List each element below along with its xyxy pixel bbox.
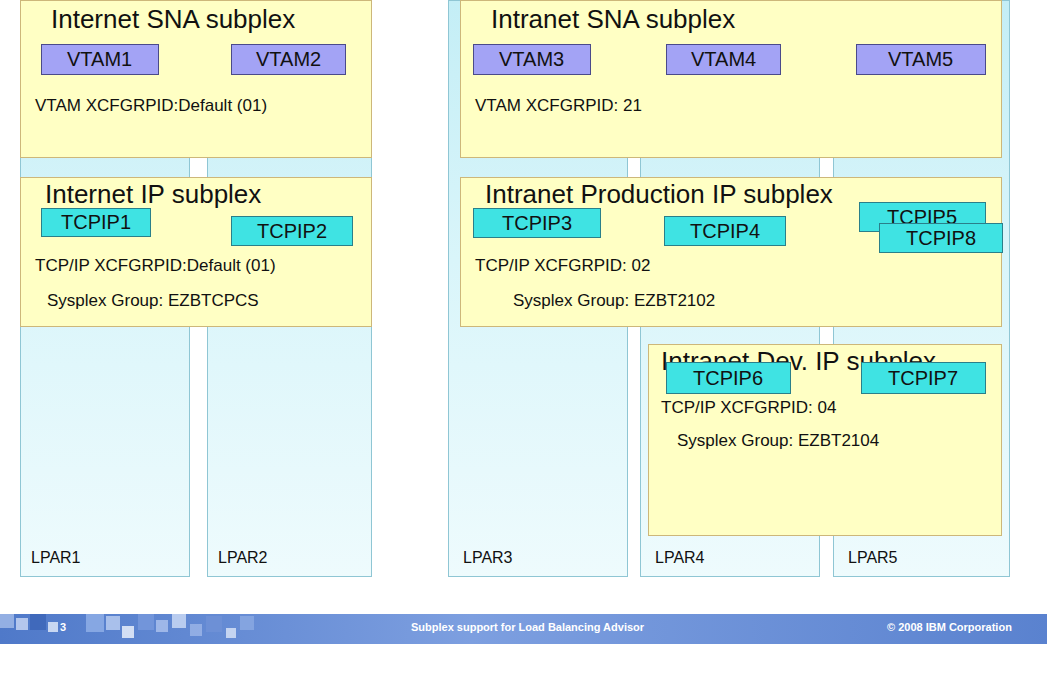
subplex-region: Internet SNA subplexVTAM XCFGRPID:Defaul…	[20, 0, 372, 158]
box-label: TCPIP1	[61, 211, 131, 234]
banner-square	[172, 614, 186, 628]
box-label: VTAM4	[691, 48, 756, 71]
tcpip-box: TCPIP4	[664, 216, 786, 246]
box-label: VTAM3	[499, 48, 564, 71]
subplex-title: Intranet Production IP subplex	[485, 180, 833, 210]
tcpip-box: TCPIP2	[231, 216, 353, 246]
copyright-note: © 2008 IBM Corporation	[887, 621, 1012, 634]
banner-square	[86, 614, 104, 632]
footer-title: Subplex support for Load Balancing Advis…	[411, 621, 644, 634]
box-label: VTAM5	[888, 48, 953, 71]
vtam-box: VTAM1	[41, 44, 159, 75]
group-id-text: Sysplex Group: EZBTCPCS	[47, 291, 259, 311]
box-label: TCPIP4	[690, 220, 760, 243]
box-label: TCPIP3	[502, 212, 572, 235]
lpar-label: LPAR4	[655, 549, 705, 567]
banner-squares	[0, 614, 254, 638]
group-id-text: TCP/IP XCFGRPID:Default (01)	[35, 256, 276, 276]
banner-square	[48, 622, 58, 632]
subplex-title: Intranet SNA subplex	[491, 5, 735, 35]
box-label: TCPIP7	[888, 367, 958, 390]
lpar-label: LPAR5	[848, 549, 898, 567]
tcpip-box: TCPIP8	[879, 223, 1003, 253]
banner-square	[226, 628, 236, 638]
group-id-text: TCP/IP XCFGRPID: 04	[661, 398, 836, 418]
box-label: TCPIP2	[257, 220, 327, 243]
box-label: TCPIP8	[906, 227, 976, 250]
tcpip-box: TCPIP1	[41, 208, 151, 237]
box-label: VTAM1	[67, 48, 132, 71]
banner-square	[16, 618, 28, 630]
subplex-title: Internet SNA subplex	[51, 5, 295, 35]
group-id-text: Sysplex Group: EZBT2104	[677, 431, 879, 451]
box-label: VTAM2	[256, 48, 321, 71]
lpar-label: LPAR3	[463, 549, 513, 567]
subplex-title: Internet IP subplex	[45, 180, 261, 210]
tcpip-box: TCPIP3	[473, 208, 601, 238]
lpar-label: LPAR2	[218, 549, 268, 567]
group-id-text: VTAM XCFGRPID:Default (01)	[35, 96, 267, 116]
tcpip-box: TCPIP6	[666, 362, 791, 394]
group-id-text: TCP/IP XCFGRPID: 02	[475, 256, 650, 276]
banner-square	[190, 624, 202, 636]
banner-band	[0, 614, 1047, 644]
banner-square	[122, 626, 134, 638]
group-id-text: Sysplex Group: EZBT2102	[513, 291, 715, 311]
lpar-label: LPAR1	[31, 549, 81, 567]
page-number: 3	[60, 621, 66, 634]
box-label: TCPIP6	[693, 367, 763, 390]
subplex-region: Internet IP subplexTCP/IP XCFGRPID:Defau…	[20, 177, 372, 327]
banner-square	[138, 614, 154, 630]
vtam-box: VTAM4	[666, 44, 781, 75]
vtam-box: VTAM2	[231, 44, 346, 75]
banner-square	[156, 620, 168, 632]
subplex-region: Intranet Production IP subplexTCP/IP XCF…	[460, 177, 1002, 327]
group-id-text: VTAM XCFGRPID: 21	[475, 96, 642, 116]
banner-square	[240, 616, 254, 630]
subplex-region: Intranet Dev. IP subplexTCP/IP XCFGRPID:…	[648, 344, 1002, 536]
banner-square	[30, 614, 46, 630]
vtam-box: VTAM3	[473, 44, 591, 75]
banner-square	[106, 616, 120, 630]
subplex-region: Intranet SNA subplexVTAM XCFGRPID: 21 VTA…	[460, 0, 1002, 158]
banner-square	[0, 614, 14, 628]
banner-square	[206, 616, 222, 632]
vtam-box: VTAM5	[856, 44, 986, 75]
tcpip-box: TCPIP7	[861, 362, 986, 394]
